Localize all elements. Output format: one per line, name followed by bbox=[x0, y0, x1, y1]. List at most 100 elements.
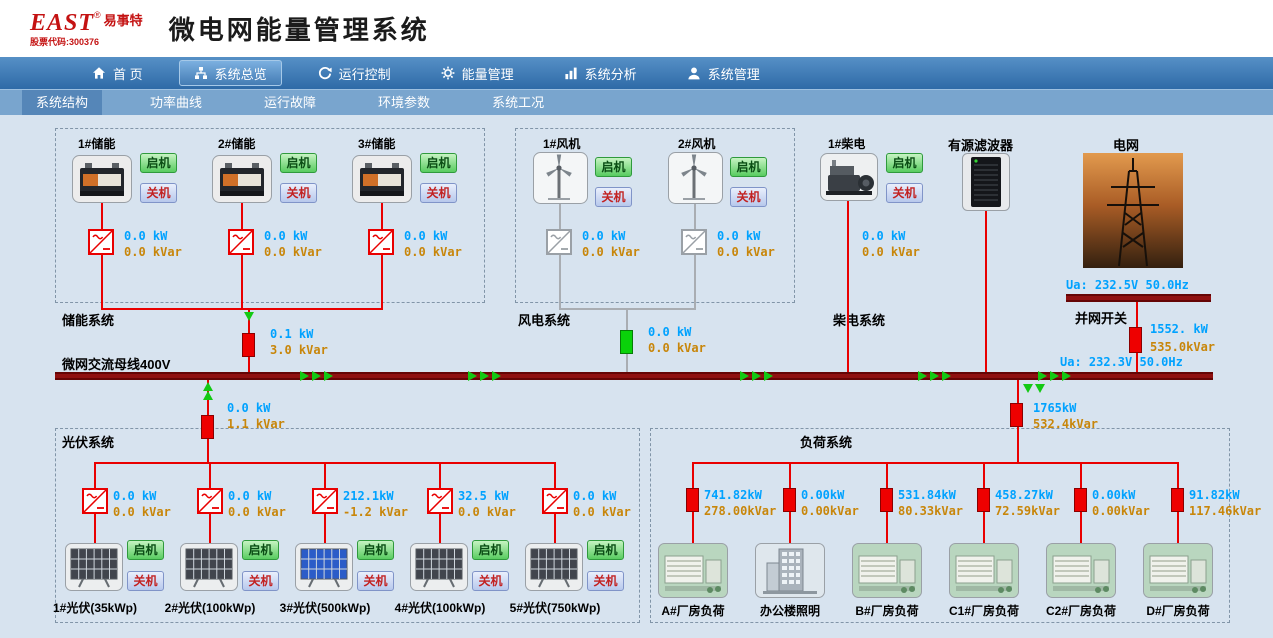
wind-section-box bbox=[515, 128, 795, 303]
device-label: 4#光伏(100kWp) bbox=[394, 601, 486, 615]
registered-mark: ® bbox=[94, 9, 101, 20]
kvar-value: 0.0 kVar bbox=[228, 505, 286, 519]
kvar-value: 80.33kVar bbox=[898, 504, 964, 518]
kvar-value: 72.59kVar bbox=[995, 504, 1061, 518]
feeder-breaker[interactable] bbox=[1074, 488, 1087, 512]
stop-button[interactable]: 关机 bbox=[140, 183, 177, 203]
flow-arrow bbox=[300, 371, 309, 381]
nav-item-sys-admin[interactable]: 系统管理 bbox=[673, 60, 774, 86]
kw-value: 0.0 kW bbox=[113, 489, 157, 503]
grid-switch-label: 并网开关 bbox=[1075, 311, 1128, 326]
stop-button[interactable]: 关机 bbox=[587, 571, 624, 591]
stop-button[interactable]: 关机 bbox=[280, 183, 317, 203]
nav-item-home[interactable]: 首 页 bbox=[78, 60, 157, 86]
kw-value: 458.27kW bbox=[995, 488, 1053, 502]
stop-button[interactable]: 关机 bbox=[595, 187, 632, 207]
feeder-breaker[interactable] bbox=[686, 488, 699, 512]
start-button[interactable]: 启机 bbox=[472, 540, 509, 560]
subnav-item-environment[interactable]: 环境参数 bbox=[378, 94, 431, 110]
kw-value: 0.00kW bbox=[801, 488, 845, 502]
subnav-item-structure[interactable]: 系统结构 bbox=[22, 89, 103, 116]
storage-breaker[interactable] bbox=[242, 333, 255, 357]
load-breaker[interactable] bbox=[1010, 403, 1023, 427]
start-button[interactable]: 启机 bbox=[242, 540, 279, 560]
kvar-value: 0.00kVar bbox=[1092, 504, 1150, 518]
sitemap-icon bbox=[194, 67, 207, 79]
power-line bbox=[692, 462, 1179, 464]
kvar-value: 0.0 kVar bbox=[648, 341, 706, 355]
start-button[interactable]: 启机 bbox=[420, 153, 457, 173]
factory-image bbox=[1143, 543, 1213, 598]
subnav-item-power-curve[interactable]: 功率曲线 bbox=[150, 94, 203, 110]
start-button[interactable]: 启机 bbox=[357, 540, 394, 560]
load-label: C2#厂房负荷 bbox=[1045, 604, 1116, 618]
wind-turbine-image bbox=[533, 152, 588, 204]
stop-button[interactable]: 关机 bbox=[730, 187, 767, 207]
app-header: EAST ® 易事特 股票代码:300376 微电网能量管理系统 bbox=[0, 0, 1273, 57]
stop-button[interactable]: 关机 bbox=[357, 571, 394, 591]
wind-section-label: 风电系统 bbox=[518, 313, 571, 328]
pv-breaker[interactable] bbox=[201, 415, 214, 439]
stop-button[interactable]: 关机 bbox=[472, 571, 509, 591]
nav-item-overview[interactable]: 系统总览 bbox=[178, 60, 282, 86]
feeder-breaker[interactable] bbox=[783, 488, 796, 512]
start-button[interactable]: 启机 bbox=[730, 157, 767, 177]
power-line bbox=[381, 255, 383, 308]
battery-image bbox=[352, 155, 412, 203]
feeder-breaker[interactable] bbox=[977, 488, 990, 512]
subnav-item-condition[interactable]: 系统工况 bbox=[492, 94, 545, 110]
subnav-item-fault[interactable]: 运行故障 bbox=[264, 94, 317, 110]
diesel-section-label: 柴电系统 bbox=[833, 313, 886, 328]
inverter-icon bbox=[197, 488, 223, 514]
load-label: D#厂房负荷 bbox=[1146, 604, 1210, 618]
power-line bbox=[101, 308, 383, 310]
inverter-icon bbox=[368, 229, 394, 255]
storage-section-label: 储能系统 bbox=[62, 313, 115, 328]
feeder-breaker[interactable] bbox=[1171, 488, 1184, 512]
power-line bbox=[985, 211, 987, 372]
load-section-box bbox=[650, 428, 1230, 623]
stop-button[interactable]: 关机 bbox=[420, 183, 457, 203]
kvar-value: -1.2 kVar bbox=[343, 505, 409, 519]
start-button[interactable]: 启机 bbox=[127, 540, 164, 560]
flow-arrow bbox=[740, 371, 749, 381]
kw-value: 0.0 kW bbox=[862, 229, 906, 243]
feeder-breaker[interactable] bbox=[880, 488, 893, 512]
nav-item-run-control[interactable]: 运行控制 bbox=[304, 60, 405, 86]
wind-breaker[interactable] bbox=[620, 330, 633, 354]
start-button[interactable]: 启机 bbox=[140, 153, 177, 173]
device-label: 1#柴电 bbox=[828, 137, 866, 151]
nav-item-analysis[interactable]: 系统分析 bbox=[550, 60, 651, 86]
start-button[interactable]: 启机 bbox=[280, 153, 317, 173]
start-button[interactable]: 启机 bbox=[587, 540, 624, 560]
kw-value: 0.1 kW bbox=[270, 327, 314, 341]
bus-label: 微网交流母线400V bbox=[62, 357, 171, 372]
flow-arrow bbox=[480, 371, 489, 381]
load-section-label: 负荷系统 bbox=[800, 435, 853, 450]
stop-button[interactable]: 关机 bbox=[886, 183, 923, 203]
pv-panel-image bbox=[410, 543, 468, 591]
battery-image bbox=[72, 155, 132, 203]
kvar-value: 532.4kVar bbox=[1033, 417, 1099, 431]
kvar-value: 0.0 kVar bbox=[458, 505, 516, 519]
kw-value: 0.0 kW bbox=[717, 229, 761, 243]
start-button[interactable]: 启机 bbox=[595, 157, 632, 177]
storage-section-box bbox=[55, 128, 485, 303]
mimic-diagram: 微网交流母线400V 储能系统 1#储能 启机 关机 0.0 kW 0.0 kV… bbox=[0, 115, 1273, 638]
flow-arrow bbox=[918, 371, 927, 381]
flow-arrow bbox=[324, 371, 333, 381]
refresh-icon bbox=[318, 66, 332, 80]
grid-tie-breaker[interactable] bbox=[1129, 327, 1142, 353]
factory-image bbox=[658, 543, 728, 598]
stop-button[interactable]: 关机 bbox=[127, 571, 164, 591]
device-label: 1#储能 bbox=[78, 137, 116, 151]
start-button[interactable]: 启机 bbox=[886, 153, 923, 173]
flow-arrow bbox=[312, 371, 321, 381]
flow-arrow bbox=[492, 371, 501, 381]
flow-arrow bbox=[1062, 371, 1071, 381]
nav-item-energy-mgmt[interactable]: 能量管理 bbox=[427, 60, 528, 86]
nav-label: 系统管理 bbox=[707, 66, 760, 82]
stop-button[interactable]: 关机 bbox=[242, 571, 279, 591]
power-line bbox=[554, 462, 556, 488]
grid-label: 电网 bbox=[1113, 138, 1140, 153]
